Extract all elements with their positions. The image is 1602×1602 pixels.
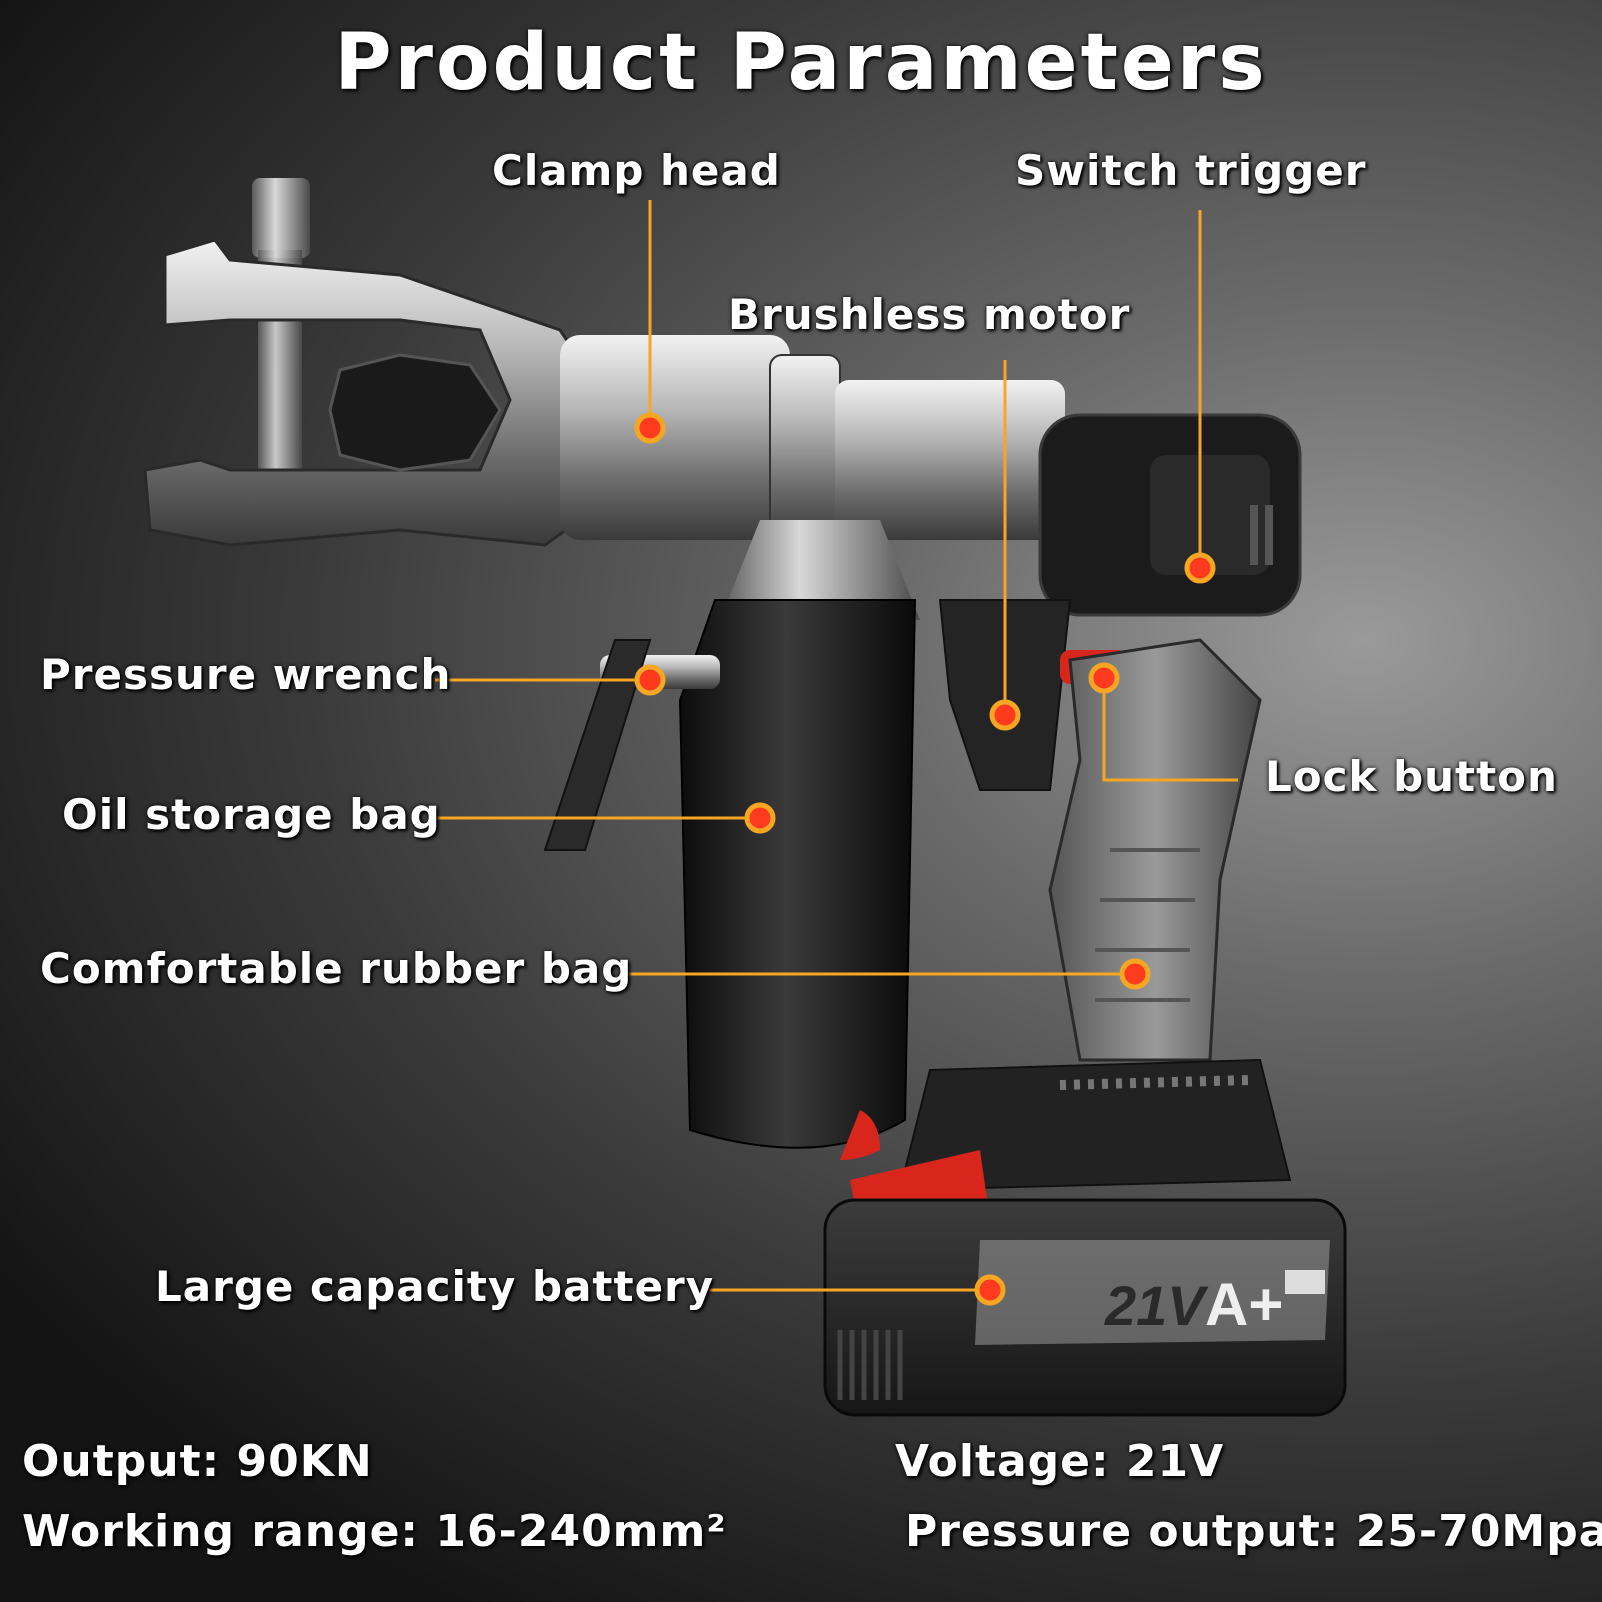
trigger-housing	[938, 599, 1072, 791]
battery-grade-mark: A+	[1205, 1271, 1283, 1338]
callout-lock-button: Lock button	[1265, 752, 1558, 801]
spec-voltage: Voltage: 21V	[895, 1436, 1225, 1487]
vent-slot	[1265, 505, 1273, 565]
body-neck	[720, 520, 920, 620]
callout-brushless-motor: Brushless motor	[728, 290, 1131, 339]
cylinder-neck	[835, 380, 1065, 540]
clamp-pin	[252, 178, 310, 258]
callout-clamp-head: Clamp head	[492, 146, 781, 195]
cylinder-body	[560, 335, 790, 540]
battery-label-plate	[975, 1240, 1330, 1345]
callout-large-capacity-battery: Large capacity battery	[155, 1262, 715, 1311]
clamp-jaw	[143, 238, 582, 547]
spec-working-range: Working range: 16-240mm²	[22, 1506, 727, 1557]
clamp-die-opening	[328, 353, 502, 472]
oil-storage-cylinder	[678, 599, 917, 1149]
battery-shoulder	[898, 1058, 1292, 1192]
battery-barcode	[1285, 1270, 1325, 1294]
oil-cap-accent	[840, 1110, 880, 1160]
callout-pressure-wrench: Pressure wrench	[40, 650, 452, 699]
pressure-wrench-lever	[543, 639, 652, 851]
cylinder-ring	[769, 354, 841, 541]
page-title: Product Parameters	[334, 18, 1268, 108]
battery-side-vents	[837, 1330, 903, 1400]
vent-slot	[1250, 505, 1258, 565]
spec-output: Output: 90KN	[22, 1436, 373, 1487]
motor-vents	[1150, 455, 1270, 575]
callout-comfortable-rubber-bag: Comfortable rubber bag	[40, 944, 633, 993]
battery-voltage-mark: 21V	[1104, 1274, 1209, 1337]
callout-switch-trigger: Switch trigger	[1015, 146, 1367, 195]
battery-vents	[1059, 1075, 1251, 1090]
spec-pressure-output: Pressure output: 25-70Mpa	[905, 1506, 1602, 1557]
callout-oil-storage-bag: Oil storage bag	[62, 790, 441, 839]
grip-texture	[1095, 848, 1200, 1002]
